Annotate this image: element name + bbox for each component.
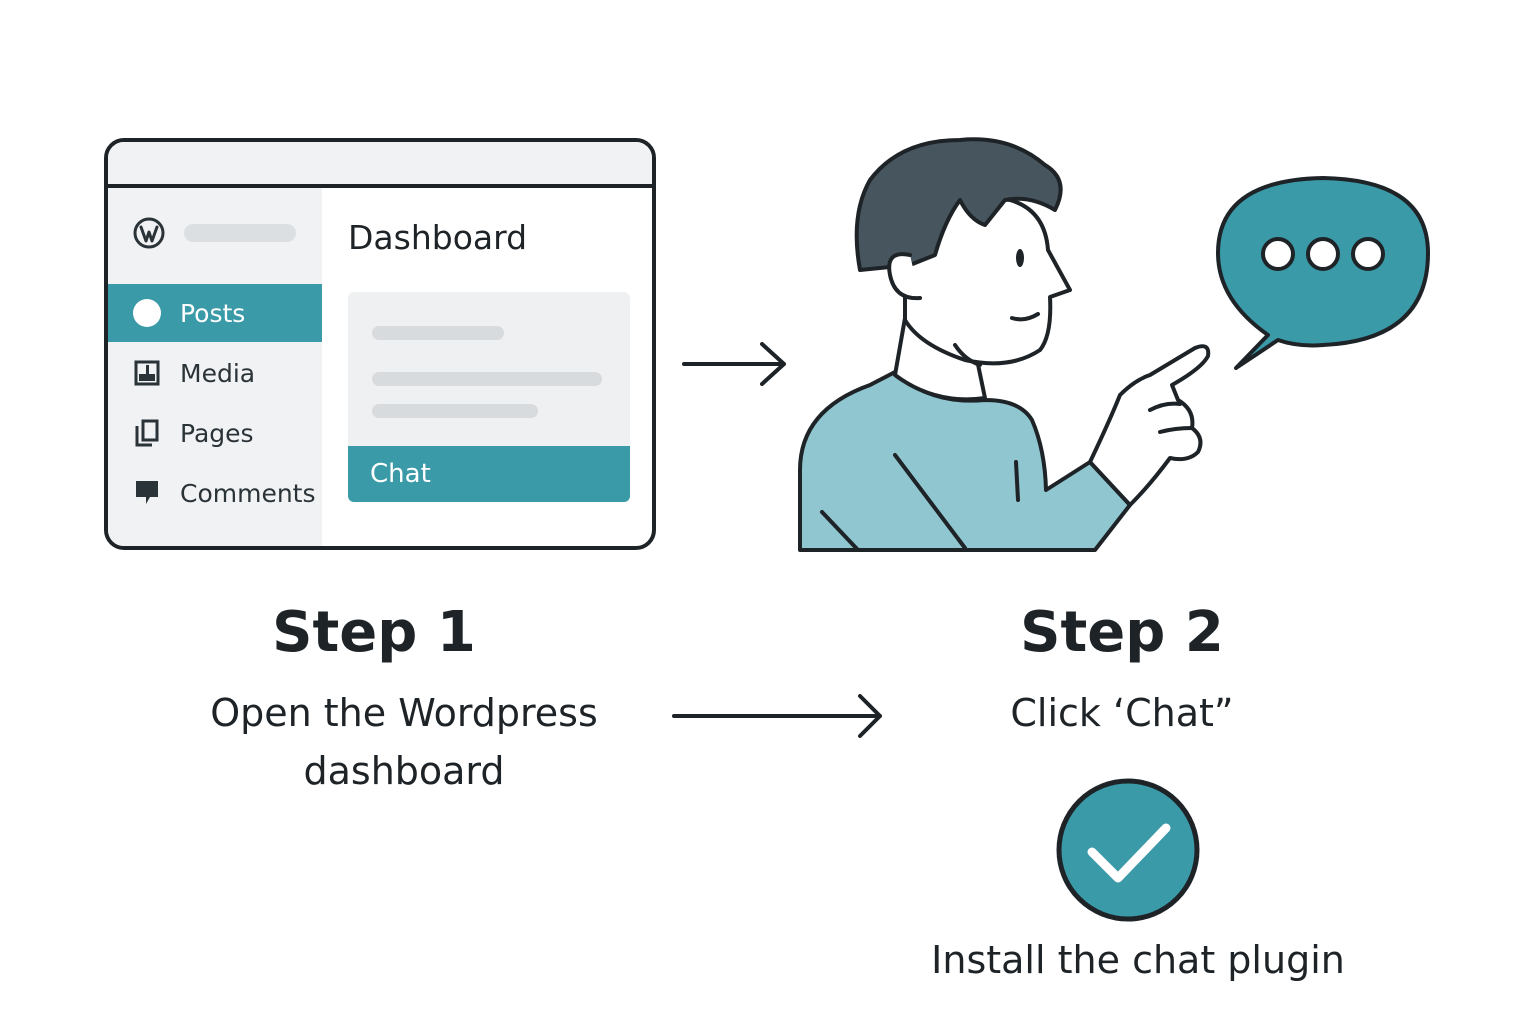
placeholder-line — [372, 404, 538, 418]
window-titlebar — [108, 142, 652, 188]
dashboard-card: Chat — [348, 292, 630, 502]
sidebar-item-label: Pages — [180, 418, 254, 448]
sidebar-item-media[interactable]: Media — [108, 344, 322, 402]
chat-button[interactable]: Chat — [348, 446, 630, 502]
arrow-right-icon — [672, 694, 882, 738]
step-1-description: Open the Wordpress dashboard — [124, 684, 684, 800]
site-name-placeholder — [184, 224, 296, 242]
placeholder-line — [372, 326, 504, 340]
placeholder-line — [372, 372, 602, 386]
wordpress-logo-icon — [133, 217, 165, 249]
ellipsis-dot — [1261, 237, 1295, 271]
sidebar-item-label: Comments — [180, 478, 316, 508]
pages-icon — [132, 418, 162, 448]
media-icon — [132, 358, 162, 388]
dashboard-title: Dashboard — [348, 218, 528, 257]
sidebar-item-pages[interactable]: Pages — [108, 404, 322, 462]
dashboard-window: Posts Media Pages — [104, 138, 656, 550]
sidebar-item-label: Media — [180, 358, 256, 388]
step-1-title: Step 1 — [272, 600, 476, 665]
step-2-description: Click ‘Chat” — [1010, 691, 1234, 735]
ellipsis-dot — [1306, 237, 1340, 271]
sidebar-item-comments[interactable]: Comments — [108, 464, 322, 522]
checkmark-icon — [1056, 778, 1200, 922]
ellipsis-dot — [1351, 237, 1385, 271]
sidebar: Posts Media Pages — [108, 188, 322, 546]
person-pointing-illustration — [798, 137, 1211, 552]
install-plugin-label: Install the chat plugin — [931, 938, 1345, 982]
comments-icon — [132, 478, 162, 508]
speech-bubble-icon — [1216, 176, 1430, 370]
arrow-right-icon — [682, 342, 786, 386]
step-1-description-line: Open the Wordpress — [210, 691, 598, 735]
sidebar-item-label: Posts — [180, 298, 246, 328]
sidebar-item-posts[interactable]: Posts — [108, 284, 322, 342]
step-2-title: Step 2 — [1020, 600, 1224, 665]
step-1-description-line: dashboard — [303, 749, 505, 793]
posts-circle-icon — [132, 298, 162, 328]
